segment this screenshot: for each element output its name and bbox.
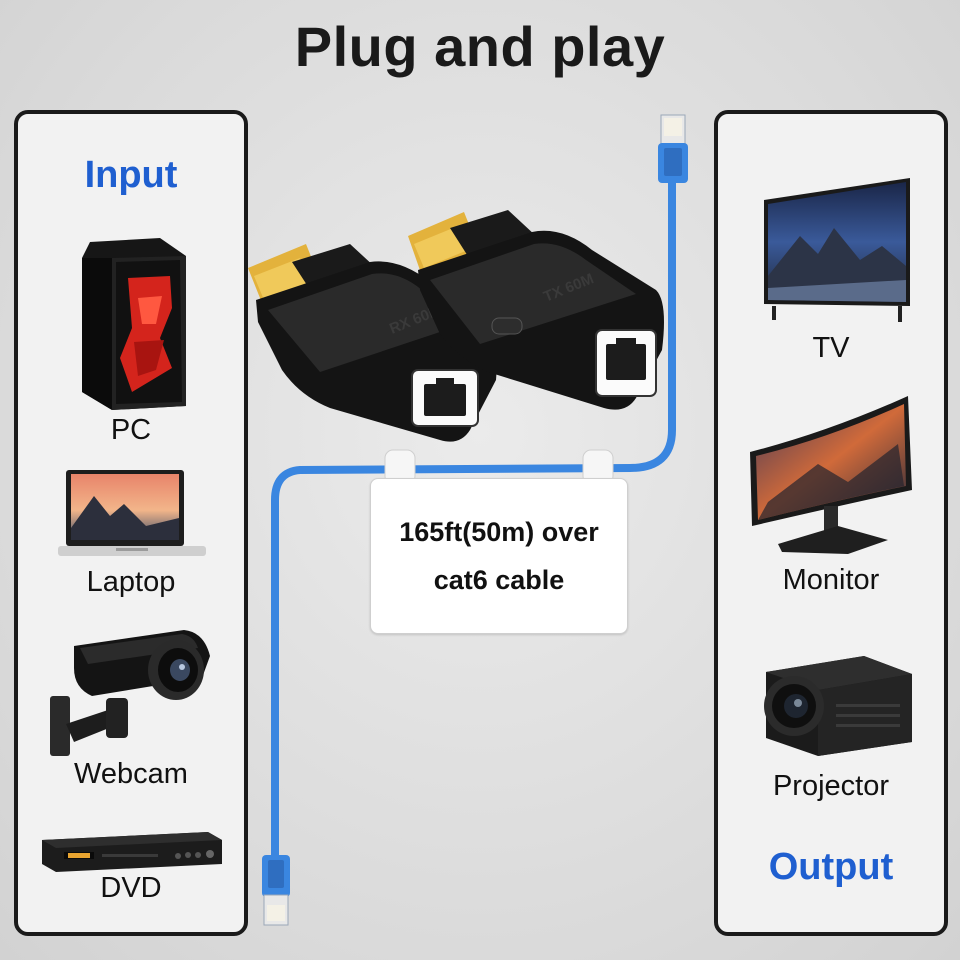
rj45-connector-bottom-icon xyxy=(262,855,290,926)
cable-distance-line2: cat6 cable xyxy=(433,565,565,595)
input-heading: Input xyxy=(84,154,178,196)
cat6-cable xyxy=(271,176,676,864)
output-heading: Output xyxy=(768,846,894,888)
input-panel: Input PC Laptop xyxy=(14,110,248,936)
projector-icon xyxy=(764,656,912,756)
cable-distance-label: 165ft(50m) over cat6 cable xyxy=(370,478,628,634)
page-title: Plug and play xyxy=(294,15,666,78)
cable-distance-line1: 165ft(50m) over xyxy=(399,517,599,547)
webcam-icon xyxy=(50,630,210,756)
rj45-connector-top-icon xyxy=(658,114,688,183)
pc-tower-icon xyxy=(82,238,186,410)
monitor-icon xyxy=(750,396,912,554)
device-label-monitor: Monitor xyxy=(782,564,880,596)
device-label-pc: PC xyxy=(110,414,152,446)
device-label-tv: TV xyxy=(812,332,850,364)
output-panel: TV Monitor Projector xyxy=(714,110,948,936)
laptop-icon xyxy=(58,470,206,556)
device-label-laptop: Laptop xyxy=(86,566,176,598)
tv-icon xyxy=(764,178,910,322)
device-label-dvd: DVD xyxy=(100,872,162,904)
dvd-player-icon xyxy=(42,832,222,872)
device-label-projector: Projector xyxy=(772,770,890,802)
tx-extender-icon: TX 60M xyxy=(408,210,664,410)
device-label-webcam: Webcam xyxy=(74,758,188,790)
